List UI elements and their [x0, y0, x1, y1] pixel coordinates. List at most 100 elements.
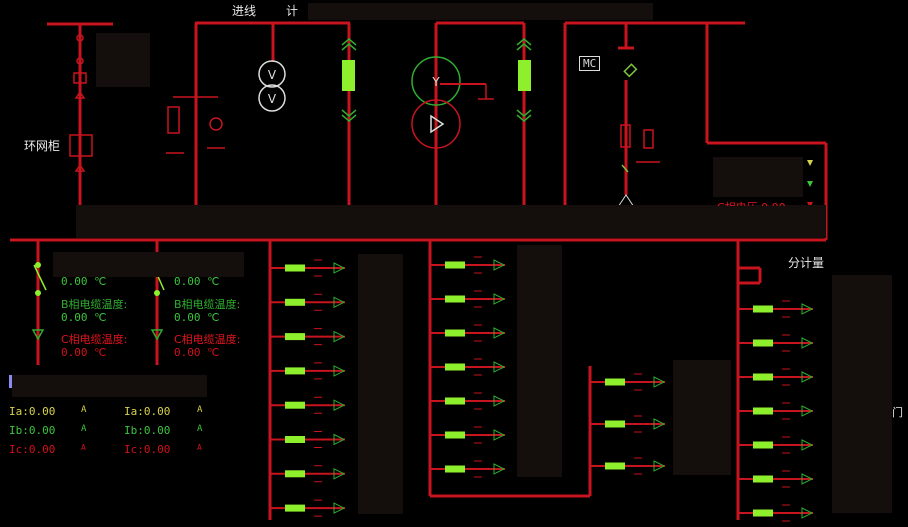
mc-disconnector: [621, 63, 638, 173]
breaker-closed[interactable]: [285, 470, 305, 478]
load-arrow-icon: [801, 439, 814, 451]
load-arrow-icon: [801, 473, 814, 485]
voltage-transformer: [258, 60, 286, 112]
svg-text:V: V: [268, 68, 277, 82]
feeder-row[interactable]: [270, 396, 346, 414]
feeder-row[interactable]: [430, 358, 506, 376]
feeder-row[interactable]: [430, 290, 506, 308]
breaker-closed[interactable]: [753, 305, 773, 313]
cursor-marker: [9, 375, 12, 388]
ib-value: Ib:0.00: [9, 424, 56, 437]
breaker-closed[interactable]: [285, 264, 305, 272]
ground-switch-icon: [782, 504, 790, 522]
breaker-closed[interactable]: [445, 329, 465, 337]
breaker-closed[interactable]: [285, 436, 305, 443]
feeder-row[interactable]: [738, 504, 814, 522]
feeder-row[interactable]: [270, 499, 346, 517]
feeder-row[interactable]: [738, 470, 814, 488]
ring-main-unit-symbols: [69, 34, 660, 172]
breaker-closed[interactable]: [445, 397, 465, 405]
breaker-closed[interactable]: [285, 367, 305, 375]
breaker-closed[interactable]: [753, 373, 773, 381]
ground-switch-icon: [314, 465, 322, 483]
breaker-closed[interactable]: [605, 462, 625, 470]
feeder-row[interactable]: [430, 426, 506, 444]
feeder-row[interactable]: [738, 300, 814, 318]
bus-lines: [10, 21, 828, 520]
feeder-row[interactable]: [430, 460, 506, 478]
breaker-closed[interactable]: [605, 378, 625, 386]
load-arrow-icon: [493, 361, 506, 373]
feeder-row[interactable]: [270, 362, 346, 380]
ground-switch-icon: [782, 368, 790, 386]
redacted-area: [53, 252, 244, 277]
breaker-closed[interactable]: [753, 475, 773, 483]
breaker-closed[interactable]: [753, 441, 773, 449]
feeder-row[interactable]: [590, 415, 666, 433]
c-phase-voltage: C相电压 0.00: [717, 199, 786, 206]
feeder-row[interactable]: [270, 431, 346, 448]
feeder-row[interactable]: [738, 334, 814, 352]
ib-value: Ib:0.00: [124, 424, 171, 437]
feeder-row[interactable]: [590, 373, 666, 391]
feeder-row[interactable]: [270, 465, 346, 483]
ground-switch-icon: [314, 293, 322, 311]
main-transformer: [411, 56, 494, 149]
feeder-row[interactable]: [590, 457, 666, 475]
feeder-row[interactable]: [738, 368, 814, 386]
ground-switch-icon: [634, 373, 642, 391]
redacted-area: [76, 205, 826, 238]
feeder-row[interactable]: [430, 392, 506, 410]
breaker-closed[interactable]: [285, 504, 305, 512]
breaker-closed[interactable]: [445, 465, 465, 473]
feeder-row[interactable]: [738, 402, 814, 420]
ground-switch-icon: [474, 324, 482, 342]
breaker-closed[interactable]: [445, 363, 465, 371]
feeder-row[interactable]: [430, 324, 506, 342]
breaker-closed[interactable]: [445, 261, 465, 269]
breaker-closed[interactable]: [285, 333, 305, 341]
feeder-row[interactable]: [738, 436, 814, 454]
ground-switch-icon: [314, 396, 322, 414]
breaker-closed[interactable]: [445, 295, 465, 303]
mc-label: MC: [579, 56, 601, 71]
load-arrow-icon: [333, 365, 346, 377]
ground-switch-icon: [314, 259, 322, 277]
load-arrow-icon: [493, 463, 506, 475]
breaker-closed[interactable]: [285, 298, 305, 306]
load-arrow-icon: [333, 467, 346, 480]
svg-text:Y: Y: [431, 75, 440, 89]
feeder-row[interactable]: [270, 328, 346, 346]
breaker-closed[interactable]: [753, 339, 773, 347]
load-arrow-icon: [333, 399, 346, 412]
load-arrow-icon: [493, 395, 506, 407]
breaker-closed[interactable]: [753, 509, 773, 517]
breaker-closed[interactable]: [605, 420, 625, 428]
redacted-area: [832, 275, 892, 513]
ground-switch-icon: [314, 328, 322, 346]
a-phase-temp-value: 0.00 ℃: [61, 275, 107, 288]
c-phase-temp-label: C相电缆温度:: [174, 333, 241, 346]
feeder-row[interactable]: [270, 259, 346, 277]
ic-value: Ic:0.00: [124, 443, 171, 456]
ring-main-unit-label: 环网柜: [24, 139, 61, 153]
b-phase-temp-label: B相电缆温度:: [61, 298, 128, 311]
load-arrow-icon: [493, 259, 506, 271]
redacted-area: [517, 245, 562, 477]
ib-unit: A: [197, 424, 203, 434]
c-phase-temp-label: C相电缆温度:: [61, 333, 128, 346]
breaker-closed[interactable]: [753, 407, 773, 415]
ground-switch-icon: [634, 457, 642, 475]
redacted-area: [12, 375, 207, 397]
breaker-closed[interactable]: [285, 401, 305, 409]
breaker-closed[interactable]: [445, 431, 465, 439]
ground-switch-icon: [474, 256, 482, 274]
ground-switch-icon: [474, 392, 482, 410]
feeder-row[interactable]: [430, 256, 506, 274]
ia-value: Ia:0.00: [9, 405, 56, 418]
load-arrow-icon: [333, 502, 346, 514]
ground-switch-icon: [782, 300, 790, 318]
feeder-row[interactable]: [270, 293, 346, 311]
ia-unit: A: [81, 405, 87, 415]
